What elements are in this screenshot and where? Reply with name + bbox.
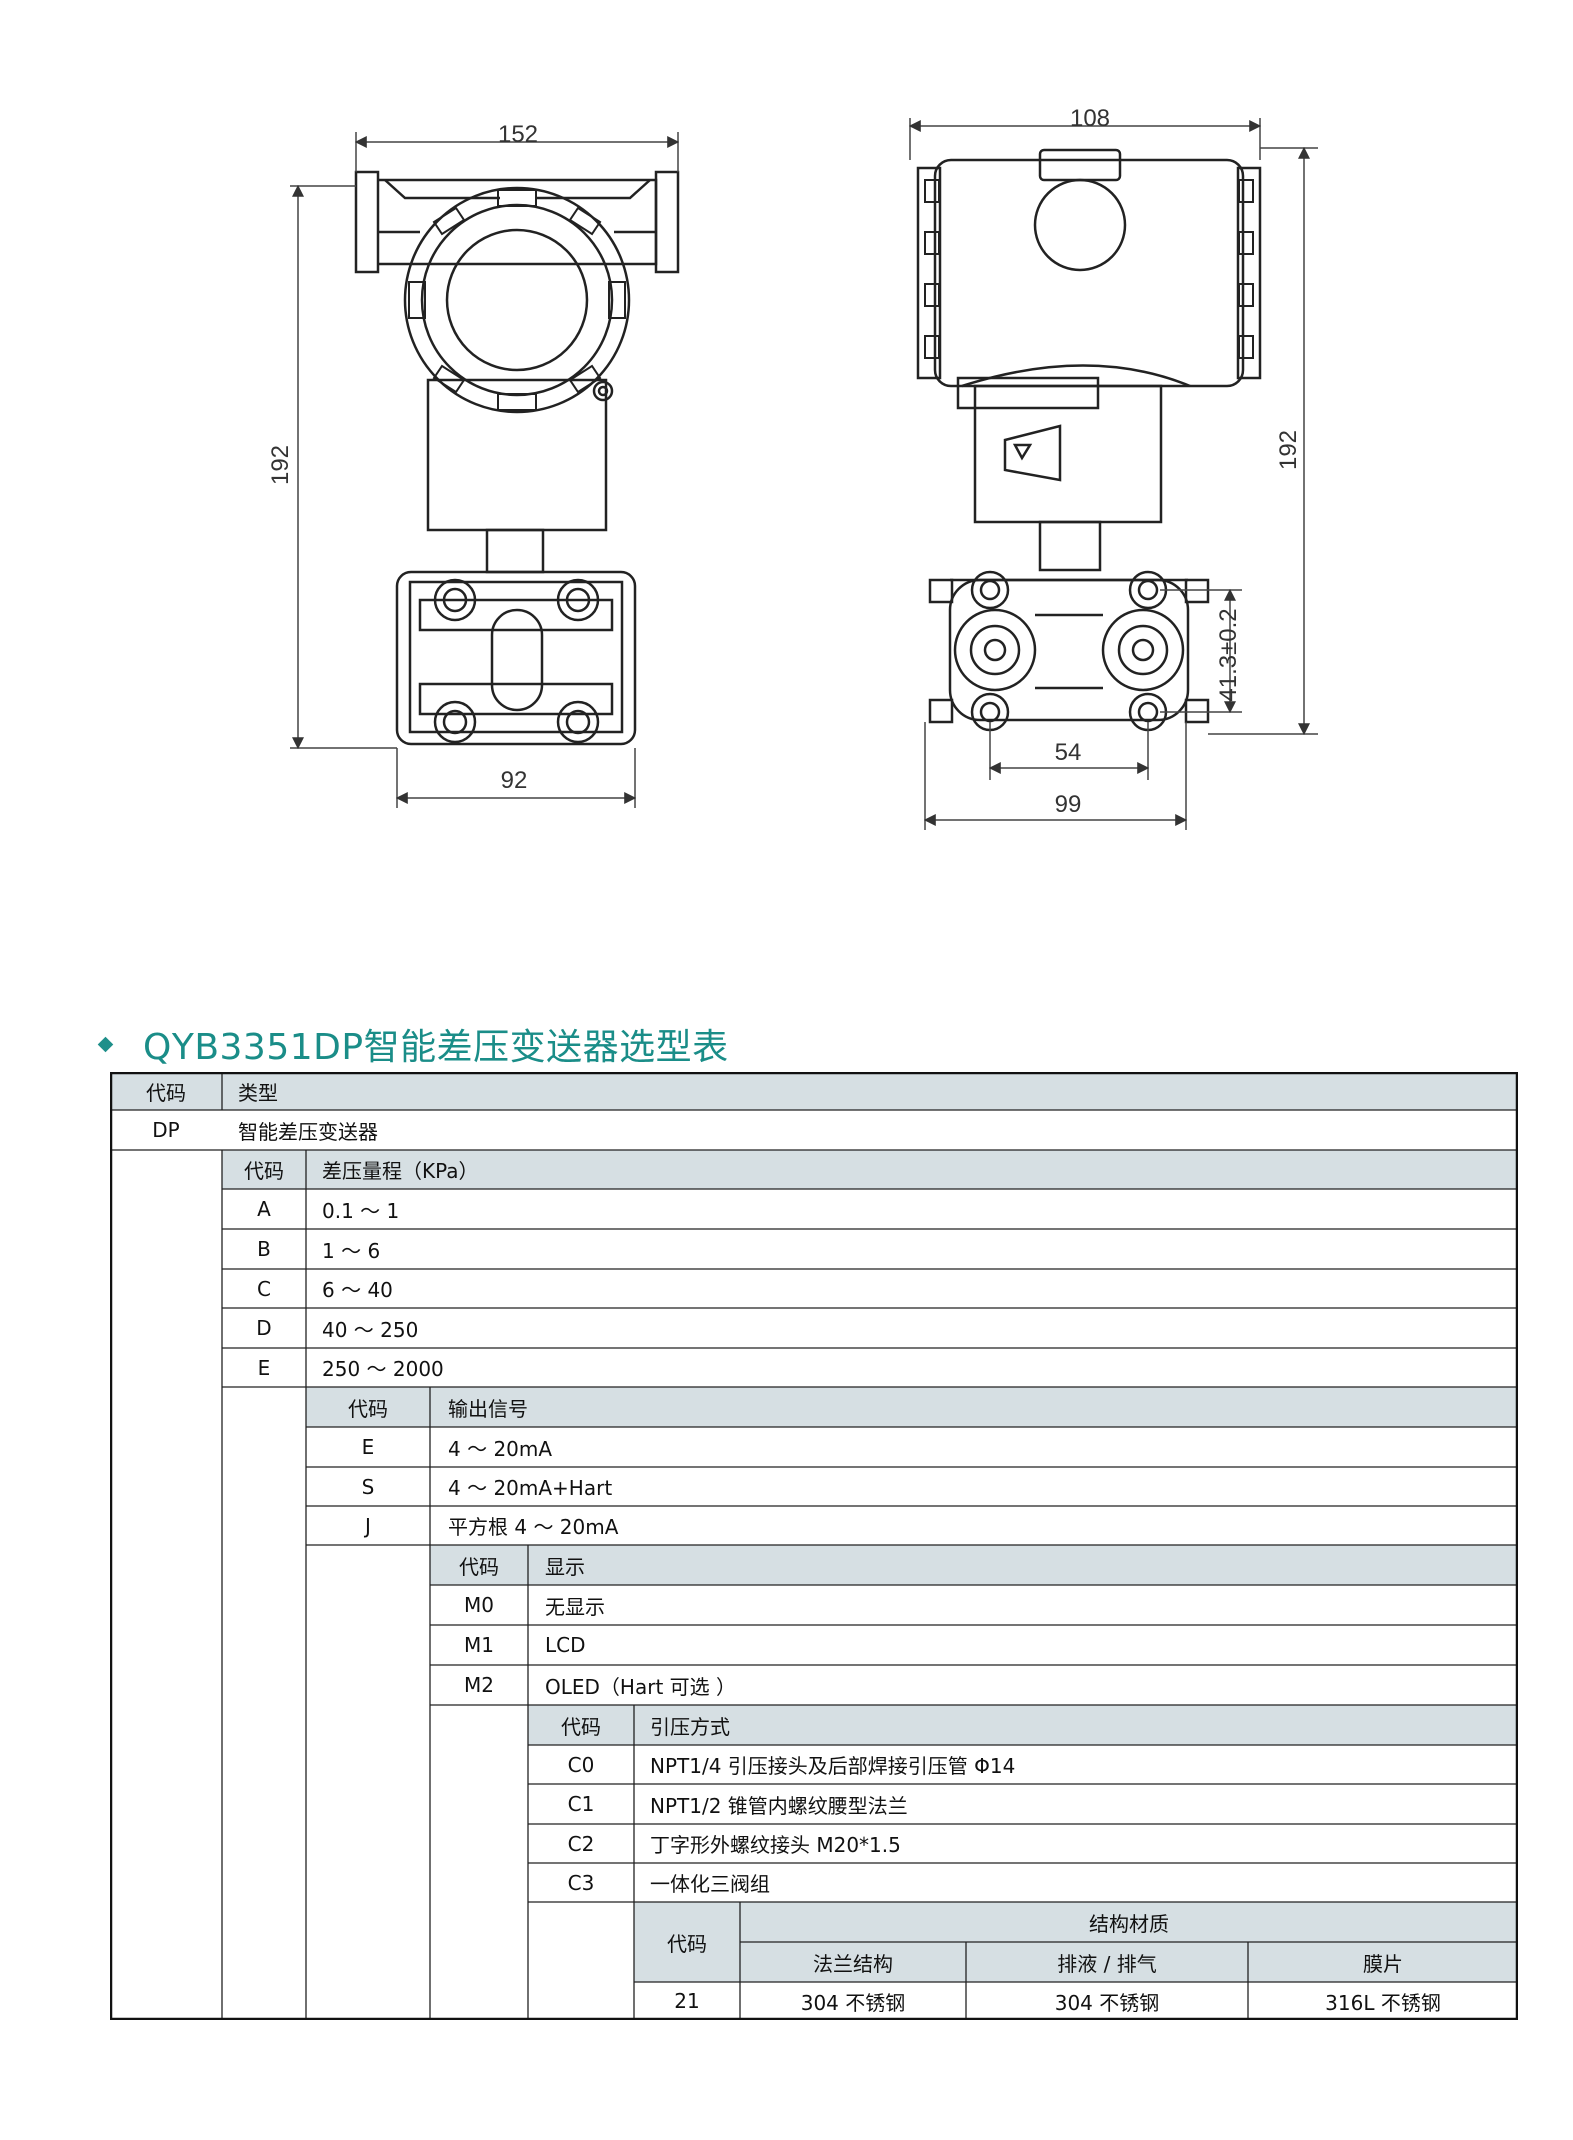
dimension-lines xyxy=(290,118,1318,830)
material-col-drain: 排液 / 排气 xyxy=(1057,1951,1157,1976)
output-code-s: S xyxy=(361,1474,375,1499)
output-header: 输出信号 xyxy=(448,1396,528,1421)
range-header: 差压量程（KPa） xyxy=(322,1159,479,1183)
diamond-bullet-icon xyxy=(97,1036,114,1052)
range-code-b: B xyxy=(257,1237,271,1261)
type-header: 类型 xyxy=(238,1080,278,1105)
connection-value-c0: NPT1/4 引压接头及后部焊接引压管 Φ14 xyxy=(650,1754,1016,1778)
type-code-dp: DP xyxy=(152,1118,180,1142)
display-code-header: 代码 xyxy=(459,1554,499,1579)
display-code-m1: M1 xyxy=(464,1633,494,1657)
range-code-a: A xyxy=(257,1197,271,1221)
range-value-b: 1 ～ 6 xyxy=(322,1238,381,1263)
display-value-m2: OLED（Hart 可选 ） xyxy=(545,1674,736,1699)
range-code-e: E xyxy=(257,1355,271,1380)
range-code-c: C xyxy=(257,1276,271,1301)
range-value-c: 6 ～ 40 xyxy=(322,1278,393,1302)
dim-side-bottom-width: 99 xyxy=(1055,791,1082,818)
dim-flange-height: 41.3±0.2 xyxy=(1215,608,1242,701)
range-value-a: 0.1 ～ 1 xyxy=(322,1198,400,1223)
material-col-diaphragm: 膜片 xyxy=(1363,1951,1403,1976)
connection-code-header: 代码 xyxy=(561,1714,601,1739)
range-value-d: 40 ～ 250 xyxy=(322,1317,419,1342)
side-view xyxy=(916,148,1262,732)
output-code-j: J xyxy=(365,1513,371,1538)
connection-value-c2: 丁字形外螺纹接头 M20*1.5 xyxy=(650,1833,901,1857)
material-diaphragm-value: 316L 不锈钢 xyxy=(1325,1990,1441,2015)
connection-code-c1: C1 xyxy=(567,1792,595,1816)
connection-value-c3: 一体化三阀组 xyxy=(650,1872,770,1896)
connection-code-c3: C3 xyxy=(567,1870,595,1895)
section-heading: QYB3351DP智能差压变送器选型表 xyxy=(97,1020,729,1068)
display-header: 显示 xyxy=(545,1554,585,1579)
output-code-e: E xyxy=(361,1435,375,1459)
display-code-m0: M0 xyxy=(464,1593,494,1617)
type-name-dp: 智能差压变送器 xyxy=(238,1119,378,1144)
display-code-m2: M2 xyxy=(464,1673,494,1697)
dim-side-height: 192 xyxy=(1275,430,1302,470)
display-value-m1: LCD xyxy=(545,1633,586,1657)
dim-bolt-span: 54 xyxy=(1055,739,1082,766)
output-value-s: 4 ～ 20mA+Hart xyxy=(448,1476,613,1500)
output-value-j: 平方根 4 ～ 20mA xyxy=(448,1515,619,1539)
section-title: QYB3351DP智能差压变送器选型表 xyxy=(143,1027,729,1068)
dim-front-bottom-width: 92 xyxy=(501,767,528,794)
type-code-header: 代码 xyxy=(146,1080,186,1105)
output-value-e: 4 ～ 20mA xyxy=(448,1436,553,1461)
display-value-m0: 无显示 xyxy=(545,1594,605,1619)
output-code-header: 代码 xyxy=(348,1396,388,1421)
dimension-drawing: 152 192 92 108 192 41.3±0.2 54 99 xyxy=(267,105,1318,830)
range-code-header: 代码 xyxy=(244,1159,284,1183)
front-view xyxy=(354,170,680,746)
material-group-header: 结构材质 xyxy=(1089,1911,1169,1936)
table-grid xyxy=(110,1072,1518,2020)
material-flange-value: 304 不锈钢 xyxy=(800,1990,906,2015)
material-drain-value: 304 不锈钢 xyxy=(1054,1990,1160,2015)
dim-front-height: 192 xyxy=(267,445,294,485)
connection-value-c1: NPT1/2 锥管内螺纹腰型法兰 xyxy=(650,1793,908,1818)
connection-code-c0: C0 xyxy=(567,1752,595,1777)
dim-front-top-width: 152 xyxy=(498,121,538,148)
material-col-flange: 法兰结构 xyxy=(813,1951,893,1976)
connection-header: 引压方式 xyxy=(650,1714,730,1739)
dim-side-top-width: 108 xyxy=(1070,105,1110,132)
range-value-e: 250 ～ 2000 xyxy=(322,1357,444,1381)
selection-table: 代码 类型 DP 智能差压变送器 代码 差压量程（KPa） A 0.1 ～ 1 … xyxy=(110,1072,1518,2020)
material-code-header: 代码 xyxy=(667,1931,707,1956)
range-code-d: D xyxy=(256,1316,272,1340)
connection-code-c2: C2 xyxy=(567,1831,595,1856)
material-code-21: 21 xyxy=(674,1989,700,2013)
